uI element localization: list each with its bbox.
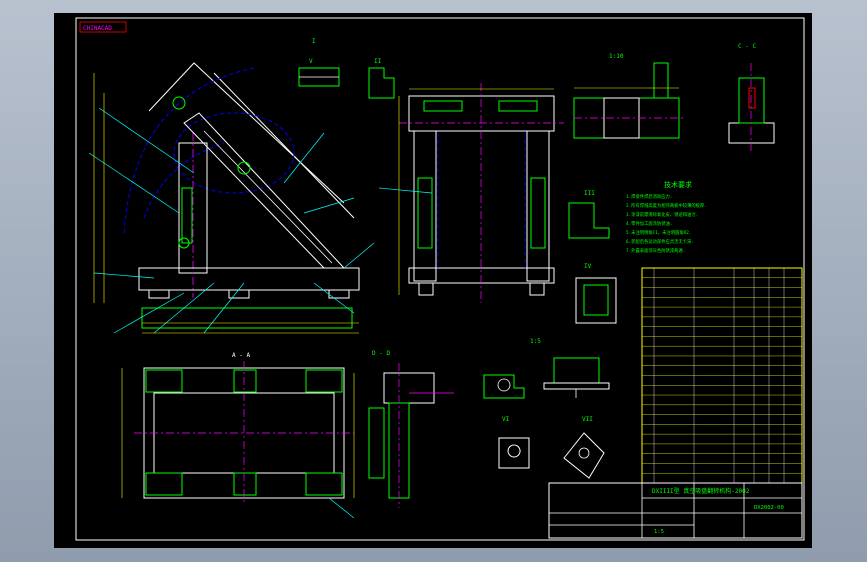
title-text: DXIIII型 真空吸盘翻转机构-2002 [652,487,750,495]
main-diagonal-outline2 [213,72,355,219]
portal-top [408,95,555,132]
doc-number: DX2002-00 [754,505,784,511]
portal-leader [378,187,433,194]
portal-foot-1 [418,282,434,296]
base-pad-1 [148,289,170,299]
plan-view-a: A - A [121,352,355,519]
section-d-body [383,372,435,404]
tech-line-2: 2.所有焊缝高度为相邻两板中较薄的板厚. [626,202,707,209]
brace-inner [203,130,333,264]
view-label-ii: II [374,58,382,65]
pin-circle-3 [178,237,190,249]
view-label-d: D - D [372,350,390,357]
title-block: DXIIII型 真空吸盘翻转机构-2002 DX2002-00 1:5 [548,482,803,539]
portal-bolt-row-1 [423,100,463,112]
tech-line-4: 4.零件加工面涂防锈油. [626,220,672,227]
view-label-vi: VI [502,416,510,423]
tech-line-1: 1.焊接件焊后消除应力. [626,193,672,200]
engineering-drawing: CHINACAD [75,17,805,541]
fitting-2: 1:5 [530,338,610,398]
tech-line-7: 7.外露表面涂灰色防锈漆两遍. [626,247,685,254]
main-diagonal-outline [148,62,345,204]
portal-clamp-right [530,177,546,249]
corner-tag-box [79,21,127,33]
section-c-upright [738,77,765,124]
plan-pad-2 [233,369,257,393]
hidden-ellipse [173,112,295,194]
portal-foot-2 [529,282,545,296]
scale-label: 1:5 [654,529,664,535]
detail-ii-body [368,67,395,99]
view-label-i: I [312,38,316,45]
detail-iv-inner [583,284,609,316]
base-pad-2 [228,289,250,299]
portal-bolt-row-2 [498,100,538,112]
plan-leader [328,497,355,519]
main-view: V [88,58,375,334]
title-block-border [548,482,803,539]
view-label-vii: VII [582,416,593,423]
detail-iv-body [575,277,617,324]
view-label-a: A - A [232,352,250,359]
scale-1-10: 1:10 [609,53,624,60]
detail-e-post [653,62,669,99]
scale-1-5: 1:5 [530,338,541,345]
section-c-base [728,122,775,144]
tech-line-5: 5.未注明倒角C1，未注明圆角R2. [626,229,691,236]
portal-bottom [408,267,555,284]
main-dimensions [93,73,359,334]
pin-circle-2 [237,161,251,175]
sheet-border [75,17,805,541]
portal-right-leg [526,130,550,282]
diagonal-brace [183,112,346,269]
view-label-c: C - C [738,43,756,50]
detail-vi: VI [498,416,530,469]
plan-pad-1 [145,369,183,393]
plan-pad-3 [305,369,343,393]
portal-clamp-left [417,177,433,249]
detail-iv: IV [575,263,617,324]
corner-tag: CHINACAD [83,25,112,32]
tech-requirements: 技术要求 1.焊接件焊后消除应力. 2.所有焊缝高度为相邻两板中较薄的板厚. 3… [626,180,707,254]
view-label-iv: IV [584,263,592,270]
detail-iii: III [568,190,610,239]
detail-vii: VII [563,416,605,479]
view-label-iii: III [584,190,595,197]
section-d-plate [368,407,385,479]
main-leaders [88,107,375,334]
plate-green-2 [141,307,353,329]
section-d: D - D [368,350,454,508]
base-beam [138,267,360,291]
detail-iii-body [568,202,610,239]
plan-pad-6 [305,472,343,496]
plan-pad-4 [145,472,183,496]
portal-left-leg [413,130,437,282]
front-view-b [378,83,564,303]
plate-green-1 [181,187,193,244]
drawing-sheet: CHINACAD [54,13,812,548]
fitting-1 [483,374,525,399]
section-c: C - C [728,43,775,153]
section-c-red [748,87,756,109]
tech-line-6: 6.装配后各运动部件应灵活无卡滞. [626,238,694,245]
detail-i: I II [298,38,395,99]
parts-list [641,267,803,484]
hidden-arc-small [143,142,225,219]
plan-pad-5 [233,472,257,496]
tech-title: 技术要求 [664,180,692,189]
tech-line-3: 3.涂漆前需清除氧化皮、锈迹和油污. [626,211,698,218]
view-label-v: V [309,58,313,65]
hidden-arc-large [123,67,255,234]
pin-circle-1 [172,96,186,110]
detail-e: 1:10 [573,53,684,139]
